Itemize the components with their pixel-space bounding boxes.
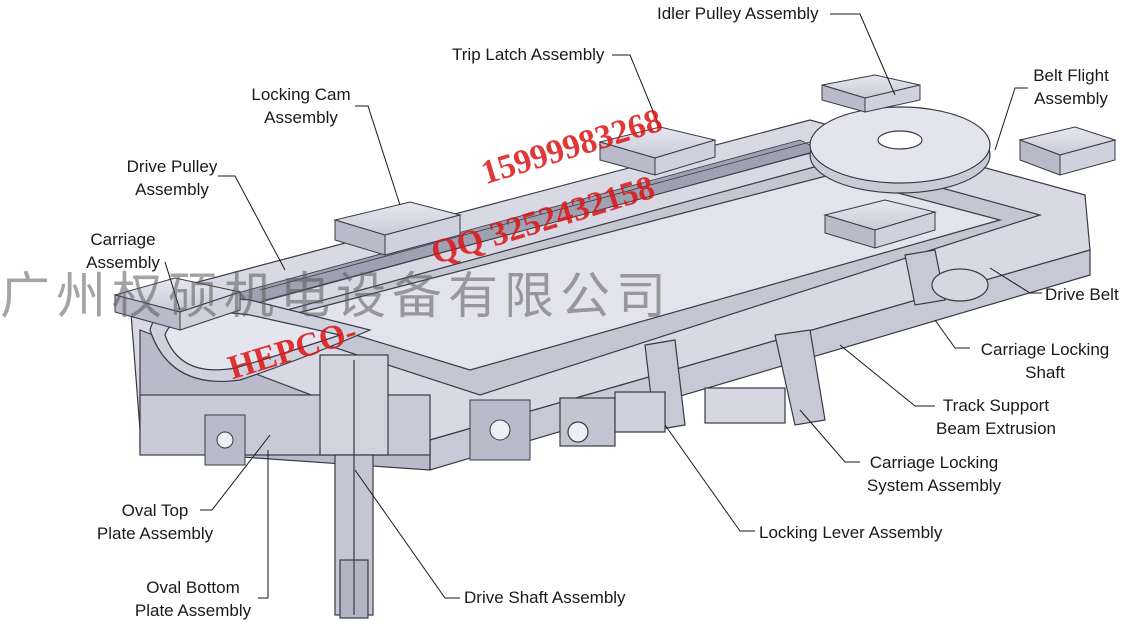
carriage-line1: Carriage — [90, 230, 156, 249]
carriage-locking-shaft — [644, 249, 989, 431]
carriage-locking-system — [559, 387, 786, 447]
carriage-locking-system-line2: System Assembly — [866, 476, 1002, 495]
belt-flight-line1: Belt Flight — [1033, 66, 1109, 85]
leader-lines — [164, 13, 1042, 599]
beam-extrusion-end — [204, 399, 531, 466]
oval-top-line2: Plate Assembly — [96, 524, 214, 543]
locking-cam-line1: Locking Cam — [251, 85, 351, 104]
drive-pulley-label: Drive Pulley Assembly — [122, 155, 222, 201]
locking-lever-label: Locking Lever Assembly — [759, 523, 943, 542]
idler-pulley-disc — [809, 106, 991, 194]
carriage-locking-system-line1: Carriage Locking — [869, 453, 999, 472]
carriage-trip-latch — [598, 126, 717, 176]
carriage-label: Carriage Assembly — [80, 228, 166, 274]
oval-bottom-line2: Plate Assembly — [134, 601, 252, 620]
carriage-front — [823, 199, 937, 249]
oval-top-label: Oval Top Plate Assembly — [92, 499, 218, 545]
track-support-line2: Beam Extrusion — [936, 419, 1056, 438]
track-support-label: Track Support Beam Extrusion — [932, 394, 1060, 440]
carriage-left — [113, 277, 242, 331]
carriage-locking-cam — [333, 201, 462, 256]
carriage-idler-top — [821, 74, 921, 113]
belt-flight-label: Belt Flight Assembly — [1030, 64, 1112, 110]
idler-pulley-label: Idler Pulley Assembly — [657, 4, 819, 23]
oval-bottom-label: Oval Bottom Plate Assembly — [130, 576, 256, 622]
drive-pulley-line1: Drive Pulley — [126, 157, 218, 176]
belt-flight-line2: Assembly — [1034, 89, 1108, 108]
drive-belt-label: Drive Belt — [1045, 285, 1119, 304]
drive-pulley-line2: Assembly — [135, 180, 209, 199]
locking-cam-label: Locking Cam Assembly — [245, 83, 357, 129]
drive-shaft — [319, 354, 389, 619]
track-support-line1: Track Support — [942, 396, 1050, 415]
locking-cam-line2: Assembly — [264, 108, 338, 127]
company-watermark: 广州权硕机电设备有限公司 — [0, 267, 672, 325]
oval-top-line1: Oval Top — [121, 501, 189, 520]
carriage-locking-shaft-line2: Shaft — [1025, 363, 1065, 382]
carriage-locking-shaft-label: Carriage Locking Shaft — [974, 338, 1116, 384]
oval-bottom-line1: Oval Bottom — [146, 578, 240, 597]
carriage-belt-flight — [1018, 126, 1117, 176]
carriage-locking-shaft-line1: Carriage Locking — [980, 340, 1110, 359]
trip-latch-label: Trip Latch Assembly — [452, 45, 605, 64]
drive-shaft-label: Drive Shaft Assembly — [464, 588, 626, 607]
carriage-line2: Assembly — [86, 253, 160, 272]
carriage-locking-system-label: Carriage Locking System Assembly — [862, 451, 1006, 497]
